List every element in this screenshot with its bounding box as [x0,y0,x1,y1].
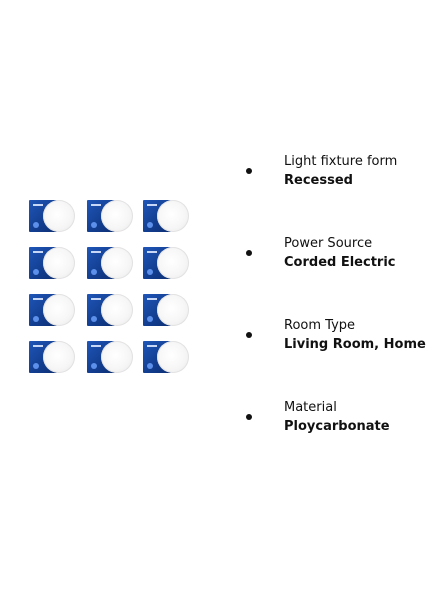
spec-label: Power Source [284,236,373,251]
round-downlight-disc [157,294,189,326]
downlight-product-tile [29,339,75,375]
downlight-product-tile [143,339,189,375]
round-downlight-disc [43,341,75,373]
round-downlight-disc [157,341,189,373]
round-downlight-disc [101,247,133,279]
spec-value: Ploycarbonate [284,419,390,434]
bullet-icon [246,168,252,174]
round-downlight-disc [101,200,133,232]
downlight-product-tile [143,292,189,328]
spec-room-type: Room Type Living Room, Home [246,314,436,358]
spec-light-fixture-form: Light fixture form Recessed [246,150,436,194]
round-downlight-disc [157,247,189,279]
round-downlight-disc [101,294,133,326]
product-image-grid [29,198,197,378]
downlight-product-tile [29,245,75,281]
spec-value: Recessed [284,173,353,188]
spec-value: Living Room, Home [284,337,426,352]
round-downlight-disc [43,200,75,232]
downlight-product-tile [29,198,75,234]
spec-label: Material [284,400,337,415]
round-downlight-disc [43,247,75,279]
spec-power-source: Power Source Corded Electric [246,232,436,276]
downlight-product-tile [87,292,133,328]
spec-material: Material Ploycarbonate [246,396,436,440]
round-downlight-disc [43,294,75,326]
bullet-icon [246,414,252,420]
downlight-product-tile [87,339,133,375]
downlight-product-tile [143,245,189,281]
downlight-product-tile [87,198,133,234]
downlight-product-tile [143,198,189,234]
bullet-icon [246,332,252,338]
spec-value: Corded Electric [284,255,396,270]
round-downlight-disc [101,341,133,373]
spec-label: Light fixture form [284,154,398,169]
downlight-product-tile [29,292,75,328]
bullet-icon [246,250,252,256]
spec-label: Room Type [284,318,356,333]
downlight-product-tile [87,245,133,281]
round-downlight-disc [157,200,189,232]
